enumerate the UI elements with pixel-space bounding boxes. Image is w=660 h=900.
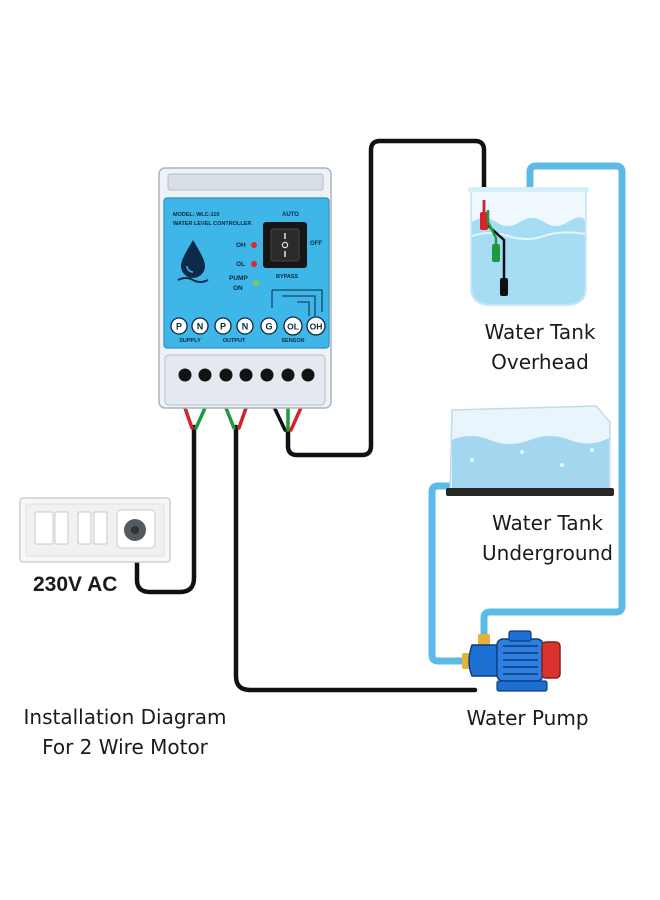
led-ol [251, 261, 257, 267]
pump-base [496, 680, 548, 692]
underground-tank [446, 405, 614, 496]
controller-model: MODEL: WLC-110 [173, 212, 219, 218]
terminal-label-p1-text: P [176, 322, 182, 332]
pipe-underground-to-pump [428, 482, 470, 665]
wall-switch-board [19, 497, 171, 563]
pump-casing [468, 644, 499, 677]
underground-tank-water [452, 436, 609, 494]
terminal-label-oh [306, 316, 326, 336]
terminal-label-n1-text: N [197, 322, 204, 332]
probe-green-icon [492, 244, 500, 262]
label-installation-line2: For 2 Wire Motor [42, 735, 208, 759]
label-oh-led: OH [236, 242, 246, 249]
controller-name: WATER LEVEL CONTROLLER [173, 221, 251, 227]
terminal-label-n2 [236, 317, 254, 335]
group-supply: SUPPLY [179, 338, 201, 344]
screw-terminals [178, 368, 315, 382]
switch-mark-mid [281, 241, 289, 249]
wire-output [233, 424, 478, 693]
label-water-tank-underground: Water Tank Underground [445, 508, 650, 568]
label-water-pump: Water Pump [466, 706, 589, 730]
wire-supply [134, 424, 197, 595]
screw-terminal-6[interactable] [281, 368, 295, 382]
terminal-group-labels: SUPPLY OUTPUT SENSOR [179, 338, 304, 344]
terminal-label-row: P N P N G OL OH [170, 316, 326, 336]
probe-black-icon [500, 278, 508, 296]
label-water-tank-underground-line1: Water Tank [492, 511, 603, 535]
plug-center-icon [131, 526, 139, 534]
pump-fan-cover [541, 641, 561, 679]
water-pipes [428, 162, 626, 665]
label-bypass: BYPASS [276, 274, 299, 280]
probe-red-icon [480, 212, 488, 230]
overhead-tank [468, 187, 589, 306]
pump-fins [503, 645, 538, 675]
wall-switch-2[interactable] [54, 511, 69, 545]
screw-terminal-1[interactable] [178, 368, 192, 382]
wall-switch-3[interactable] [77, 511, 92, 545]
wire-sensor [285, 138, 487, 458]
terminal-label-oh-text: OH [310, 322, 323, 332]
group-output: OUTPUT [223, 338, 246, 344]
overhead-tank-rim [468, 187, 589, 192]
led-oh [251, 242, 257, 248]
wave-icon [177, 277, 209, 283]
terminal-label-ol [283, 316, 303, 336]
water-level-controller: MODEL: WLC-110 WATER LEVEL CONTROLLER AU… [158, 167, 332, 409]
terminal-label-p1 [170, 317, 188, 335]
sensor-circuit-lines [271, 289, 323, 316]
label-water-tank-overhead-line1: Water Tank [484, 320, 596, 344]
led-pump [253, 280, 259, 286]
terminal-label-p2 [214, 317, 232, 335]
label-water-tank-overhead-line2: Overhead [491, 350, 589, 374]
overhead-tank-wave [471, 231, 586, 240]
label-pump-led: PUMP [229, 275, 248, 282]
screw-terminal-2[interactable] [198, 368, 212, 382]
screw-terminal-3[interactable] [219, 368, 233, 382]
label-water-tank-overhead: Water Tank Overhead [440, 317, 640, 377]
terminal-label-g-text: G [265, 322, 272, 332]
label-installation-line1: Installation Diagram [23, 705, 227, 729]
terminal-label-n1 [191, 317, 209, 335]
underground-tank-base [446, 488, 614, 496]
screw-terminal-5[interactable] [260, 368, 274, 382]
terminal-label-n2-text: N [242, 322, 249, 332]
terminal-label-p2-text: P [220, 322, 226, 332]
water-pump [462, 630, 561, 692]
label-water-tank-underground-line2: Underground [482, 541, 613, 565]
label-installation-diagram: Installation Diagram For 2 Wire Motor [10, 702, 240, 762]
wall-switch-4[interactable] [93, 511, 108, 545]
group-sensor: SENSOR [281, 338, 304, 344]
switch-rocker [270, 228, 300, 262]
label-off: OFF [310, 241, 322, 247]
label-auto: AUTO [282, 212, 299, 218]
screw-terminal-7[interactable] [301, 368, 315, 382]
controller-rail [167, 173, 324, 191]
pipe-overhead-to-pump [480, 162, 626, 646]
terminal-label-g [260, 317, 278, 335]
label-on-led: ON [233, 285, 243, 292]
label-ol-led: OL [236, 261, 245, 268]
pump-terminal-box [508, 630, 532, 642]
label-230v-ac: 230V AC [33, 573, 118, 596]
water-drop-shine-icon [186, 265, 194, 273]
screw-terminal-4[interactable] [239, 368, 253, 382]
wall-switch-1[interactable] [34, 511, 54, 545]
overhead-tank-water [472, 217, 585, 304]
terminal-label-ol-text: OL [287, 322, 299, 332]
